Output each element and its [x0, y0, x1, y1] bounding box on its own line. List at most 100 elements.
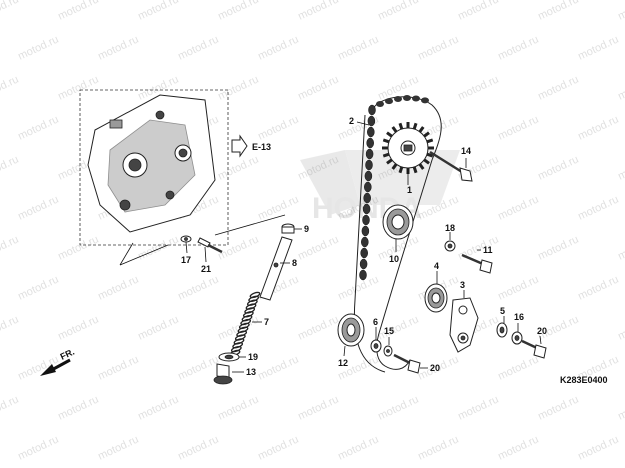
- watermark-text: motod.ru: [536, 73, 580, 102]
- watermark-text: motod.ru: [616, 393, 625, 422]
- reference-arrow[interactable]: E-13: [231, 134, 271, 158]
- front-label: FR.: [59, 347, 76, 362]
- watermark-text: motod.ru: [216, 73, 260, 102]
- watermark-text: motod.ru: [616, 0, 625, 23]
- chain-link: [368, 104, 376, 116]
- watermark-text: motod.ru: [136, 313, 180, 342]
- callout-3: 3: [460, 280, 465, 290]
- chain-link: [359, 258, 368, 270]
- watermark-text: motod.ru: [336, 273, 380, 302]
- callout-8: 8: [292, 258, 297, 268]
- watermark-text: motod.ru: [136, 233, 180, 262]
- callout-7: 7: [264, 317, 269, 327]
- watermark-text: motod.ru: [536, 0, 580, 23]
- roller-4: [424, 271, 448, 313]
- watermark-text: motod.ru: [376, 393, 420, 422]
- chain-link: [364, 170, 373, 182]
- chain-link: [385, 98, 393, 105]
- watermark-text: motod.ru: [536, 233, 580, 262]
- watermark-text: motod.ru: [496, 113, 540, 142]
- watermark-text: motod.ru: [576, 273, 620, 302]
- watermark-text: motod.ru: [536, 393, 580, 422]
- callout-14: 14: [461, 146, 471, 156]
- watermark-text: motod.ru: [256, 353, 300, 382]
- callout-15: 15: [384, 326, 394, 336]
- push-rod-8: [259, 236, 293, 301]
- callout-labels: 1 2 3 4 5 6 7 8 9 10 11 12 13 14 15 16 1…: [181, 116, 547, 377]
- watermark-text: motod.ru: [616, 73, 625, 102]
- watermark-text: motod.ru: [416, 33, 460, 62]
- sprocket-tooth: [418, 163, 425, 170]
- sprocket-tooth: [426, 138, 434, 144]
- watermark-text: motod.ru: [16, 33, 60, 62]
- watermark-text: motod.ru: [496, 433, 540, 462]
- watermark-text: motod.ru: [176, 33, 220, 62]
- sprocket-tooth: [391, 126, 398, 133]
- washer-16: [511, 323, 523, 345]
- collar-6: [370, 327, 382, 353]
- chain-link: [376, 101, 384, 107]
- sprocket-tooth: [386, 158, 393, 165]
- bolt-14: [429, 150, 473, 182]
- watermark-text: motod.ru: [0, 393, 21, 422]
- bolt-11: [461, 249, 493, 274]
- bolt-20-left: [393, 353, 428, 374]
- watermark-text: motod.ru: [56, 233, 100, 262]
- cap-9: [281, 223, 302, 234]
- watermark-text: motod.ru: [496, 273, 540, 302]
- chain-link: [362, 203, 371, 215]
- chain-link: [412, 95, 420, 102]
- sprocket-tooth: [423, 158, 430, 165]
- chain-link: [421, 97, 429, 104]
- chain-link: [367, 115, 376, 127]
- sprocket-tooth: [423, 131, 430, 138]
- watermark-text: motod.ru: [536, 153, 580, 182]
- chain-link: [362, 214, 370, 226]
- watermark-text: motod.ru: [416, 433, 460, 462]
- sprocket-tooth: [391, 163, 398, 170]
- watermark-text: motod.ru: [496, 353, 540, 382]
- watermark-text: motod.ru: [176, 353, 220, 382]
- watermark-text: motod.ru: [16, 433, 60, 462]
- callout-18: 18: [445, 223, 455, 233]
- callout-9: 9: [304, 224, 309, 234]
- lifter-leader: [214, 214, 286, 236]
- watermark-text: motod.ru: [296, 0, 340, 23]
- watermark-text: motod.ru: [56, 73, 100, 102]
- watermark-text: motod.ru: [96, 353, 140, 382]
- watermark-text: motod.ru: [296, 313, 340, 342]
- watermark-text: motod.ru: [256, 193, 300, 222]
- watermark-text: motod.ru: [496, 193, 540, 222]
- cam-chain-2: [353, 95, 442, 373]
- watermark-text: motod.ru: [176, 433, 220, 462]
- watermark-text: motod.ru: [176, 273, 220, 302]
- watermark-text: motod.ru: [256, 433, 300, 462]
- watermark-text: motod.ru: [216, 153, 260, 182]
- reference-label: E-13: [252, 142, 271, 152]
- sprocket-tooth: [382, 152, 390, 158]
- callout-13: 13: [246, 367, 256, 377]
- callout-19: 19: [248, 352, 258, 362]
- watermark-text: motod.ru: [616, 313, 625, 342]
- callout-11: 11: [483, 245, 493, 255]
- sprocket-tooth: [382, 138, 390, 144]
- washer-19: [218, 352, 246, 362]
- watermark-text: motod.ru: [16, 193, 60, 222]
- watermark-text: motod.ru: [576, 113, 620, 142]
- watermark-text: motod.ru: [336, 433, 380, 462]
- bolt-13: [213, 363, 244, 385]
- roller-10: [382, 204, 414, 252]
- washer-15: [383, 337, 393, 357]
- watermark-text: motod.ru: [96, 433, 140, 462]
- sprocket-tooth: [412, 122, 418, 130]
- callout-10: 10: [389, 254, 399, 264]
- bolt-21: [180, 235, 223, 263]
- callout-20-right: 20: [537, 326, 547, 336]
- chain-link: [365, 148, 374, 160]
- watermark-text: motod.ru: [336, 33, 380, 62]
- chain-link: [367, 126, 375, 138]
- callout-20-left: 20: [430, 363, 440, 373]
- watermark-text: motod.ru: [0, 153, 21, 182]
